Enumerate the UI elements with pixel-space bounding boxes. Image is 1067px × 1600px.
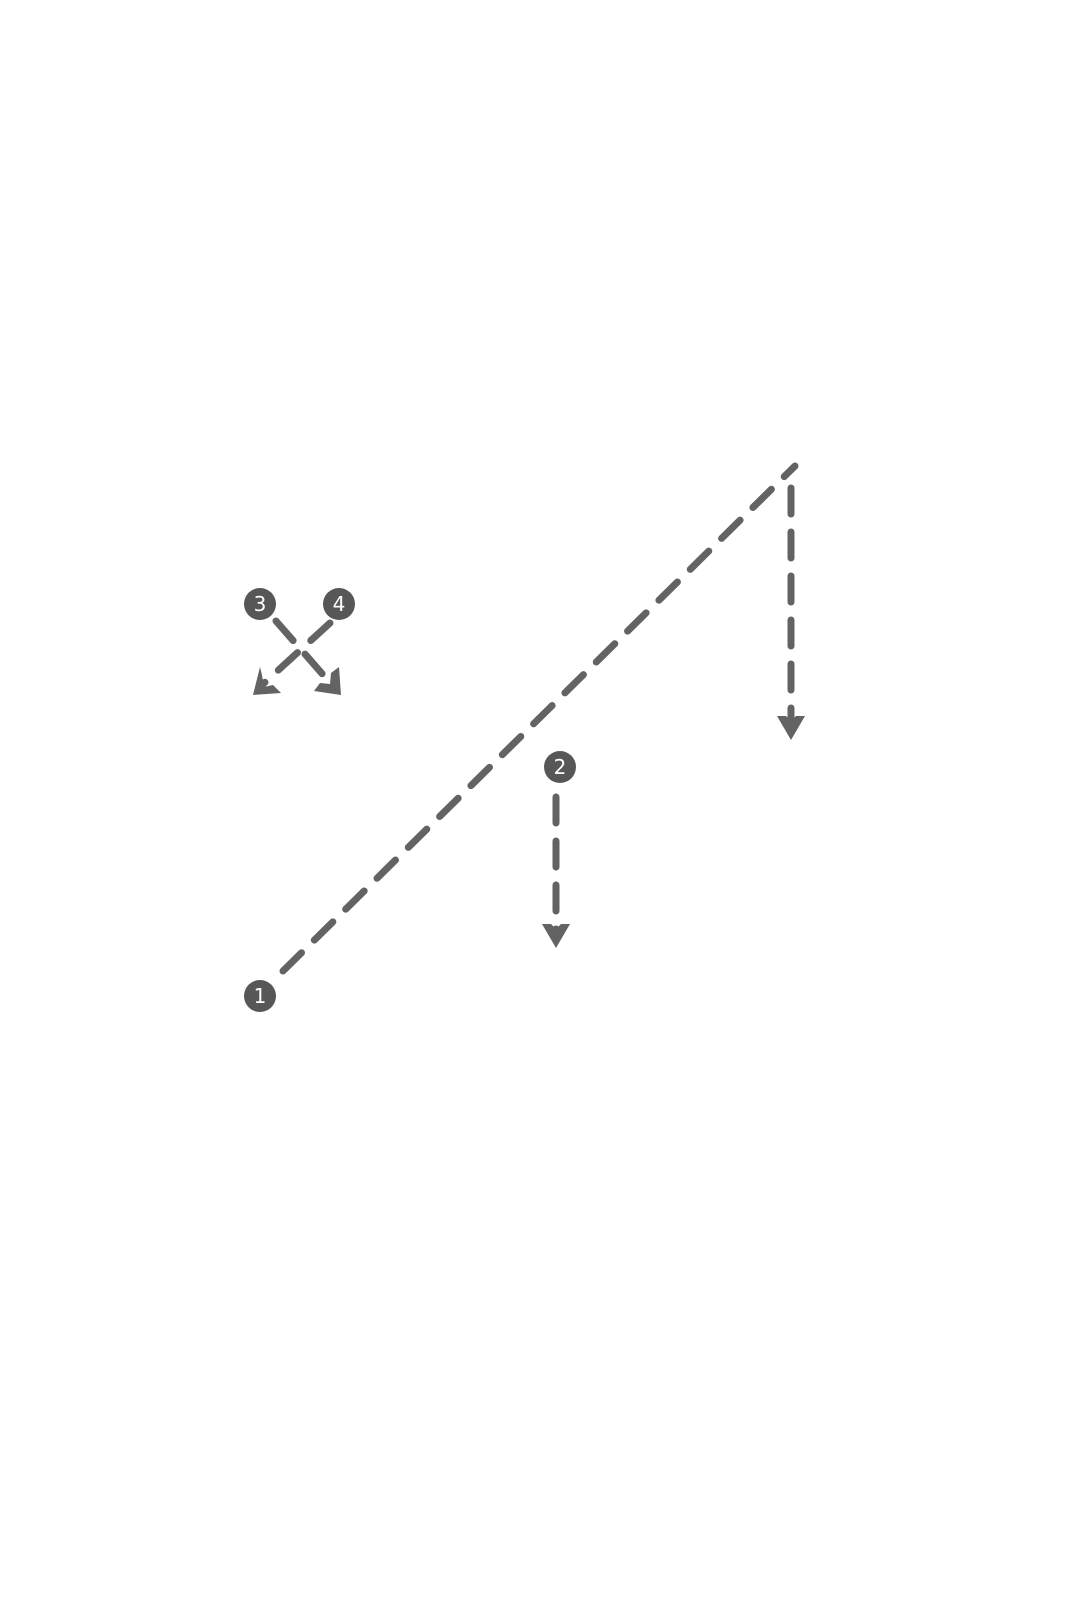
badge-2-label: 2 (554, 755, 567, 779)
path-4-diagonal (258, 619, 334, 689)
badge-1-label: 1 (254, 984, 267, 1008)
path-2 (542, 793, 570, 948)
path-4 (253, 619, 334, 695)
badge-2: 2 (544, 751, 576, 783)
path-3 (272, 617, 341, 695)
badge-4-label: 4 (333, 592, 346, 616)
path-3-arrow-icon (314, 667, 341, 695)
badge-2-circle (544, 751, 576, 783)
path-1-diagonal (279, 462, 799, 975)
badge-3-circle (244, 588, 276, 620)
badge-3: 3 (244, 588, 276, 620)
path-3-diagonal (272, 617, 336, 689)
path-1 (279, 462, 805, 975)
path-4-arrow-icon (253, 667, 281, 695)
badge-1: 1 (244, 980, 276, 1012)
path-1-arrow-icon (777, 716, 805, 740)
badge-3-label: 3 (254, 592, 267, 616)
path-2-arrow-icon (542, 924, 570, 948)
badge-1-circle (244, 980, 276, 1012)
badge-4: 4 (323, 588, 355, 620)
badge-4-circle (323, 588, 355, 620)
